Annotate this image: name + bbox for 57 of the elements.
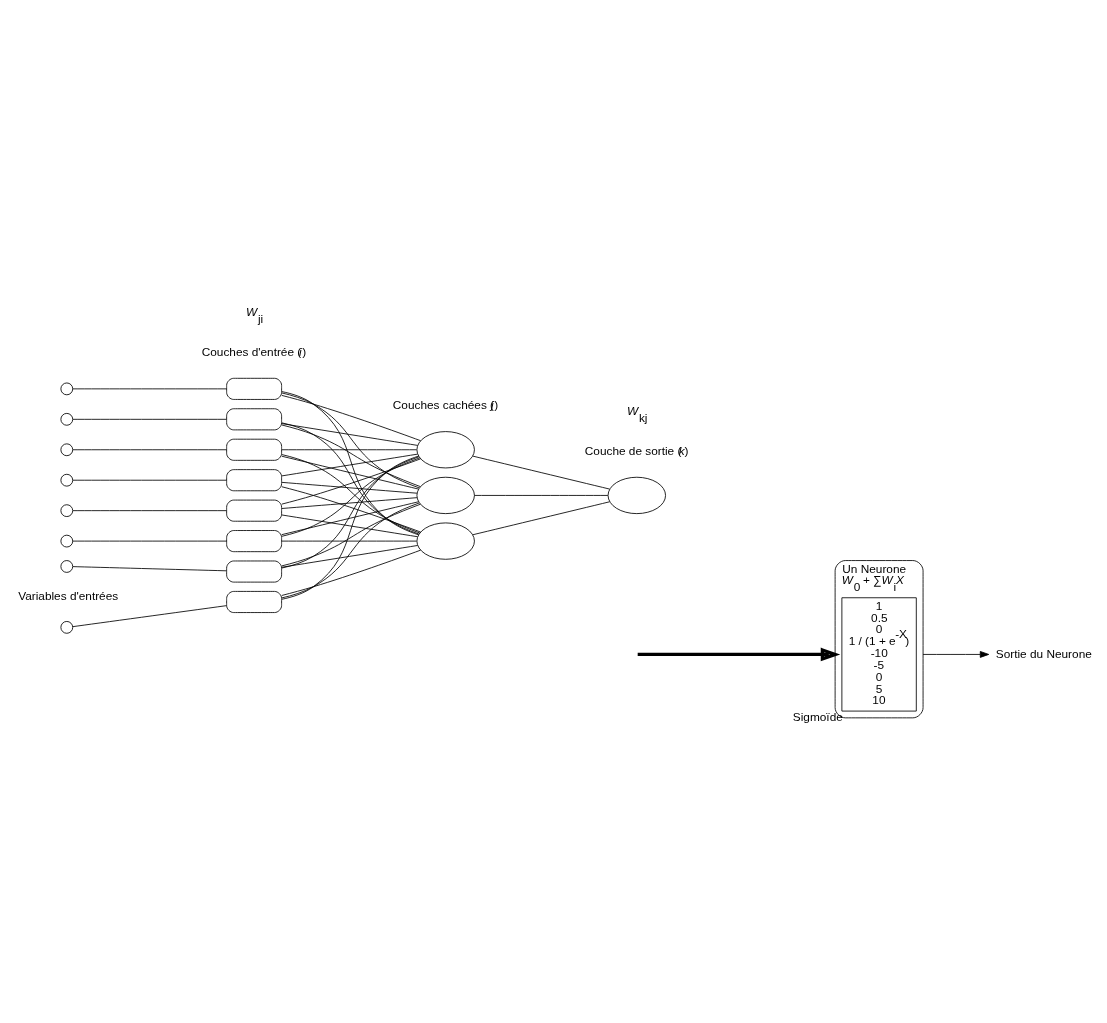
node-box	[226, 438, 283, 461]
node-circle	[416, 476, 475, 515]
node-circle	[607, 476, 666, 515]
connector	[72, 449, 228, 451]
connector	[72, 479, 228, 481]
node-box	[226, 591, 283, 613]
connector	[72, 388, 228, 390]
connector	[281, 549, 421, 596]
connector	[72, 510, 228, 512]
connector	[72, 605, 228, 628]
node-circle	[60, 534, 74, 548]
connector	[281, 449, 418, 451]
node-box	[226, 560, 283, 583]
connector	[474, 495, 609, 496]
arrow	[637, 647, 841, 662]
connector	[281, 540, 418, 542]
connector	[281, 486, 421, 533]
connector	[281, 497, 418, 509]
connector	[281, 455, 420, 600]
node-circle	[416, 522, 475, 560]
node-circle	[416, 431, 475, 469]
node-circle	[60, 621, 74, 634]
node-circle	[60, 473, 74, 487]
connector	[281, 422, 420, 535]
connector	[281, 392, 420, 489]
connector	[281, 394, 421, 442]
node-box	[226, 530, 283, 553]
connector	[281, 481, 418, 494]
connector	[281, 501, 419, 536]
node-circle	[60, 412, 74, 426]
connector	[72, 566, 228, 572]
connector	[281, 424, 421, 487]
connector	[281, 456, 420, 569]
node-circle	[60, 382, 74, 396]
node-box	[226, 377, 283, 400]
connector	[281, 423, 418, 446]
label: Variables d'entrées	[18, 589, 119, 604]
node-circle	[60, 504, 74, 517]
connector	[281, 391, 420, 536]
connector	[281, 502, 420, 599]
node-box	[226, 408, 283, 431]
connector	[281, 503, 421, 567]
connector	[281, 545, 418, 568]
connector	[281, 514, 418, 538]
connector	[281, 455, 419, 490]
node-circle	[60, 560, 74, 573]
node-box	[226, 469, 283, 492]
connector	[72, 418, 228, 420]
node-text: Sortie du Neurone	[995, 646, 1092, 661]
connector	[281, 453, 418, 477]
node-box	[226, 499, 283, 522]
connector	[472, 455, 610, 490]
connector	[281, 458, 421, 505]
connector	[72, 540, 228, 542]
arrow	[922, 651, 990, 658]
node-circle	[60, 443, 74, 457]
connector	[472, 501, 610, 536]
